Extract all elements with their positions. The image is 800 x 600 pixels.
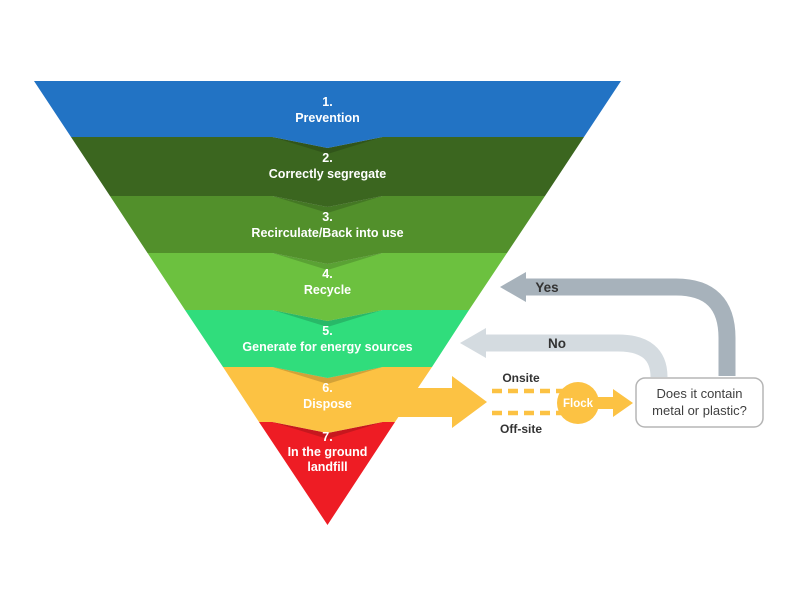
flock-node xyxy=(557,382,599,424)
yes-arrow-head xyxy=(500,272,526,302)
level-2-label: Correctly segregate xyxy=(269,167,386,181)
pyramid-level-6-dispose xyxy=(223,367,432,433)
flock-label: Flock xyxy=(563,398,594,410)
no-arrow-curve xyxy=(484,334,668,378)
flock-to-question-arrow xyxy=(598,389,633,417)
level-1-number: 1. xyxy=(322,95,332,109)
no-arrow-head xyxy=(460,328,486,358)
question-line2: metal or plastic? xyxy=(652,403,747,418)
pyramid-level-5-energy xyxy=(185,310,469,378)
level-7-label-line2: landfill xyxy=(307,460,347,474)
level-6-number: 6. xyxy=(322,381,332,395)
level-1-label: Prevention xyxy=(295,111,360,125)
pyramid-level-4-recycle xyxy=(147,253,507,321)
question-box xyxy=(635,377,764,428)
level-2-number: 2. xyxy=(322,151,332,165)
dispose-arrow xyxy=(390,376,487,428)
yes-arrow-curve xyxy=(524,278,736,376)
level-5-number: 5. xyxy=(322,324,332,338)
pyramid-level-3-recirculate xyxy=(110,196,545,264)
pyramid-level-7-landfill xyxy=(259,422,395,525)
offsite-label: Off-site xyxy=(500,422,542,436)
onsite-label: Onsite xyxy=(502,371,540,385)
level-4-label: Recycle xyxy=(304,283,351,297)
level-7-number: 7. xyxy=(322,430,332,444)
level-7-label-line1: In the ground xyxy=(288,445,368,459)
level-3-label: Recirculate/Back into use xyxy=(251,226,403,240)
level-5-label: Generate for energy sources xyxy=(242,340,412,354)
yes-label: Yes xyxy=(535,280,558,295)
level-6-label: Dispose xyxy=(303,397,352,411)
no-label: No xyxy=(548,336,566,351)
pyramid-level-2-segregate xyxy=(71,137,584,207)
level-4-number: 4. xyxy=(322,267,332,281)
pyramid-level-1-prevention xyxy=(34,81,621,148)
question-line1: Does it contain xyxy=(657,386,743,401)
level-3-number: 3. xyxy=(322,210,332,224)
